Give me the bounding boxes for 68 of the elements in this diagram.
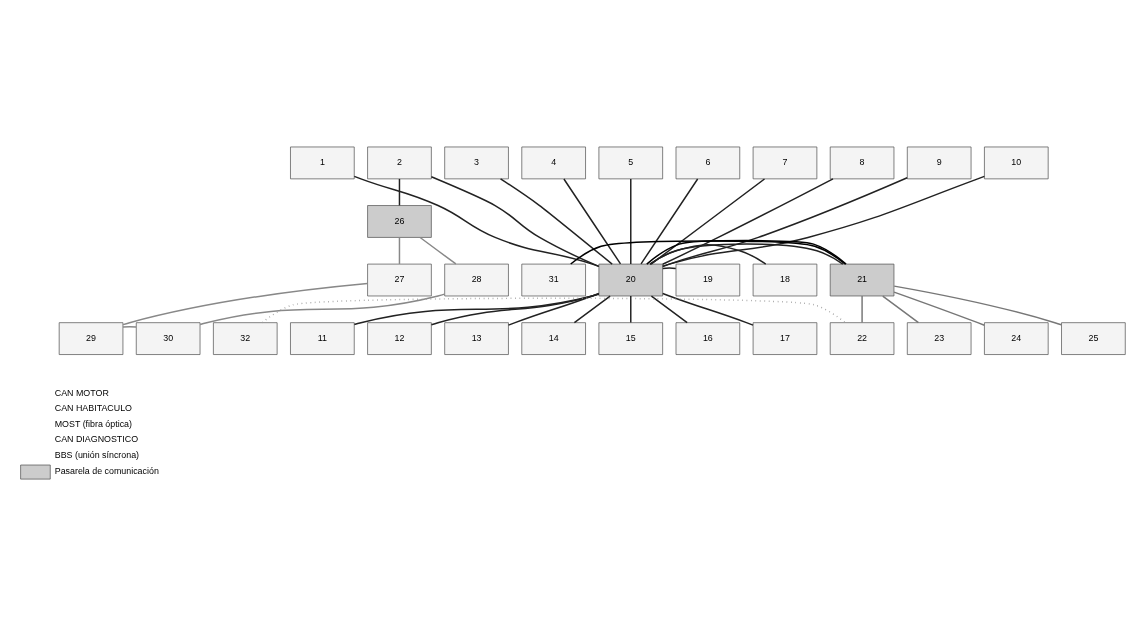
connector	[122, 282, 369, 325]
node-box: 22	[829, 321, 895, 355]
node-box: 18	[752, 263, 818, 296]
connector	[398, 236, 401, 265]
node-box: 3	[444, 146, 509, 179]
node-box: 13	[444, 321, 509, 355]
connector	[199, 292, 446, 325]
connector	[882, 294, 920, 323]
node-box: 17	[752, 321, 818, 355]
connector	[569, 239, 846, 265]
connector	[430, 175, 600, 267]
node-box: 9	[906, 146, 972, 179]
node-box: 1	[290, 146, 355, 179]
connector	[661, 292, 754, 326]
node-box: 29	[58, 321, 124, 355]
node-box: 8	[829, 146, 895, 179]
node-box: 28	[444, 263, 509, 296]
node-box: 10	[984, 146, 1049, 179]
node-box: 23	[906, 321, 972, 355]
node-box: 21	[829, 263, 895, 296]
legend-label: BBS (unión síncrona)	[54, 449, 140, 460]
connector	[893, 284, 1063, 326]
node-box: 11	[290, 321, 355, 355]
legend-label: CAN DIAGNOSTICO	[54, 433, 139, 444]
connector	[630, 177, 632, 265]
connector	[122, 325, 137, 328]
connector	[499, 177, 613, 265]
node-box: 4	[521, 146, 586, 179]
legend-label: Pasarela de comunicación	[54, 465, 159, 476]
legend-label: CAN MOTOR	[54, 387, 109, 398]
connector	[507, 292, 600, 326]
node-box: 14	[521, 321, 586, 355]
node-box: 19	[675, 263, 741, 296]
connector	[861, 294, 863, 323]
connector	[398, 177, 401, 206]
node-box: 30	[135, 321, 201, 355]
node-box: 27	[367, 263, 432, 296]
legend-label: CAN HABITACULO	[54, 402, 132, 413]
connector	[353, 292, 600, 325]
node-box: 15	[598, 321, 664, 355]
node-box: 20	[598, 263, 664, 296]
connector	[419, 236, 457, 265]
node-box: 26	[367, 204, 432, 238]
node-box: 12	[367, 321, 432, 355]
connector	[650, 294, 688, 323]
node-box: 25	[1061, 321, 1126, 355]
node-box: 2	[367, 146, 432, 179]
connector	[640, 177, 699, 265]
node-box: 7	[752, 146, 818, 179]
connector	[650, 177, 766, 265]
connector	[630, 294, 632, 323]
connector	[661, 266, 677, 269]
connector	[573, 294, 611, 323]
connector	[893, 290, 986, 326]
node-box: 32	[213, 321, 278, 355]
connector	[662, 175, 986, 267]
node-box: 31	[521, 263, 586, 296]
node-box: 24	[984, 321, 1049, 355]
connector	[430, 292, 600, 325]
connector	[261, 297, 846, 323]
connector	[661, 176, 908, 267]
connector	[353, 175, 600, 267]
legend-label: MOST (fibra óptica)	[54, 418, 133, 429]
connector	[661, 177, 834, 265]
connector	[563, 177, 622, 265]
node-box: 16	[675, 321, 741, 355]
node-box: 6	[675, 146, 741, 179]
node-box: 5	[598, 146, 664, 179]
